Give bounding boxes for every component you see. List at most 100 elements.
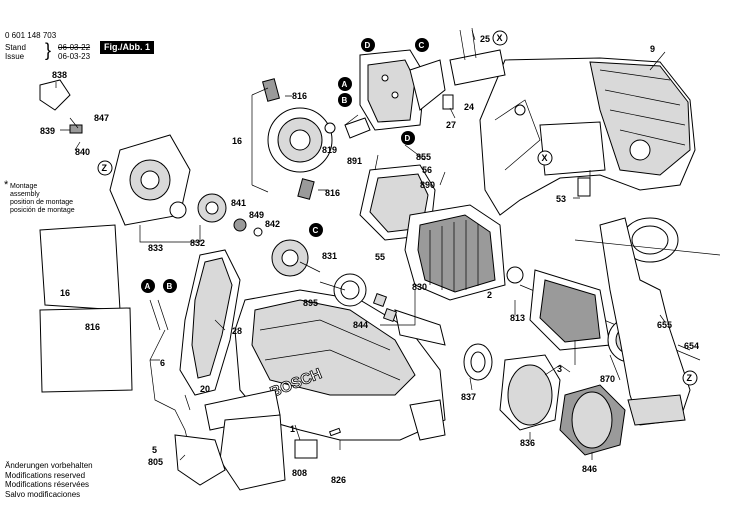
part-number: 846 [582,464,597,474]
callout-x: X [537,150,553,166]
callout-text: D [365,41,371,50]
part-number: 849 [249,210,264,220]
callout-text: D [405,134,411,143]
note-line: Modifications réservées [5,480,90,489]
part-number: 841 [231,198,246,208]
callout-a: A [141,279,155,293]
spindle-assembly [372,292,446,346]
bearing-895 [333,273,367,307]
callout-letters: D C A B D C A B X X Z Z [97,30,698,386]
keyless-chuck-846 [559,384,626,456]
part-number: 16 [60,288,70,298]
part-number: 844 [353,320,368,330]
part-number: 890 [420,180,435,190]
legend-star: * [4,179,9,191]
part-number: 838 [52,70,67,80]
power-cable [149,299,226,486]
part-number: 816 [292,91,307,101]
part-numbers: 838 847 839 840 816 819 891 855 841 849 … [40,34,699,485]
leader-lines [55,29,691,461]
part-number: 895 [303,298,318,308]
part-number: 2 [487,290,492,300]
stand-date: 06-03-22 [58,43,91,52]
part-number: 25 [480,34,490,44]
callout-text: A [342,80,348,89]
legend-line: assembly [10,191,40,198]
callout-text: A [145,282,151,291]
part-number: 833 [148,243,163,253]
bearing-cover-833 [109,134,191,226]
figure-label: Fig./Abb. 1 [100,41,154,54]
part-number: 816 [85,322,100,332]
callout-z: Z [97,160,113,176]
part-number: 28 [232,326,242,336]
ring-837 [463,343,493,381]
doc-number: 0 601 148 703 [5,31,57,40]
part-number: 836 [520,438,535,448]
part-number: 832 [190,238,205,248]
callout-text: B [167,282,173,291]
legend-line: posición de montage [10,207,75,214]
issue-label: Issue [5,52,25,61]
part-number: 816 [325,188,340,198]
part-number: 840 [75,147,90,157]
small-parts [39,27,591,459]
legend-line: Montage [10,183,38,190]
part-number: 813 [510,313,525,323]
callout-b: B [338,93,352,107]
side-handle [574,217,721,426]
part-number: 837 [461,392,476,402]
callout-text: B [342,96,348,105]
field-winding [404,204,506,301]
callout-x: X [492,30,508,46]
callout-d: D [401,131,415,145]
part-number: 20 [200,384,210,394]
callout-text: Z [687,373,693,383]
gear-chuck-836 [499,354,561,431]
part-number: 24 [464,102,474,112]
switch-module [359,49,446,131]
part-number: 5 [152,445,157,455]
callout-d: D [361,38,375,52]
brush-holder-assembly [262,78,336,200]
part-number: 805 [148,457,163,467]
part-number: 1 [290,424,295,434]
part-number: 655 [657,320,672,330]
callout-text: Z [102,163,108,173]
gear-wheel-831 [271,239,309,277]
part-number: 819 [322,145,337,155]
part-number: 9 [650,44,655,54]
legend-line: position de montage [10,199,74,206]
part-number: 830 [412,282,427,292]
part-number: 3 [557,364,562,374]
callout-text: C [419,41,425,50]
callout-text: X [497,33,503,43]
part-number: 55 [375,252,385,262]
motor-housing-shell [479,57,696,216]
note-line: Änderungen vorbehalten [5,461,93,470]
callout-b: B [163,279,177,293]
callout-c: C [309,223,323,237]
brace-symbol: } [45,40,52,60]
part-number: 808 [292,468,307,478]
part-number: 654 [684,341,699,351]
callout-text: X [542,153,548,163]
auxiliary-handle-cover [179,249,241,396]
part-number: 847 [94,113,109,123]
part-number: 6 [160,358,165,368]
callout-a: A [338,77,352,91]
part-number: 826 [331,475,346,485]
note-line: Modifications reserved [5,470,86,480]
callout-text: C [313,226,319,235]
part-number: 16 [232,136,242,146]
issue-date: 06-03-23 [58,52,91,61]
part-number: 842 [265,219,280,229]
part-number: 891 [347,156,362,166]
callout-c: C [415,38,429,52]
part-number: 870 [600,374,615,384]
fan-841 [197,193,263,237]
callout-z: Z [682,370,698,386]
part-number: 839 [40,126,55,136]
modification-notes: Änderungen vorbehalten Modifications res… [5,461,93,499]
